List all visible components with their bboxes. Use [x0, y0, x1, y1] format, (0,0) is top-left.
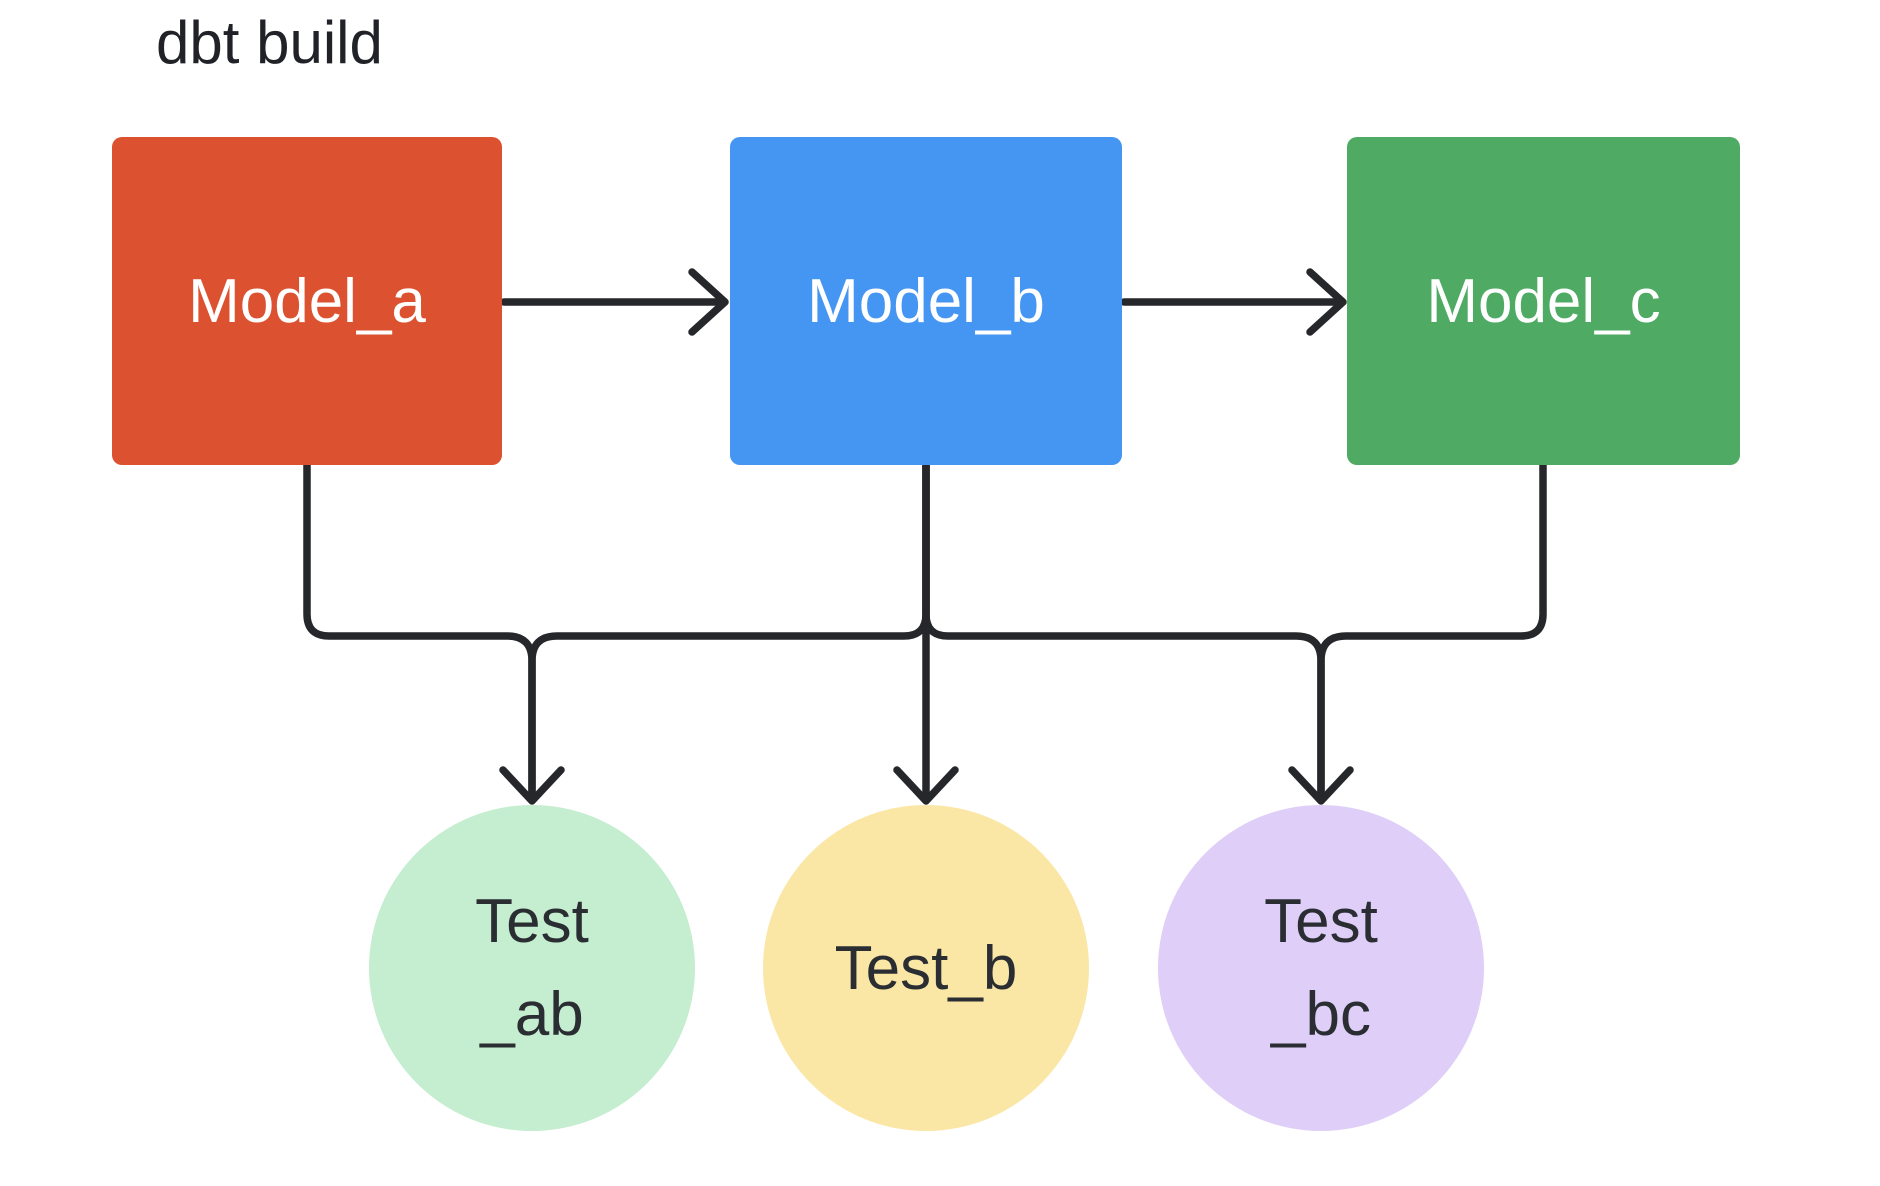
node-label-line: Test_b — [834, 933, 1018, 1003]
arrowhead-right-icon — [1306, 268, 1347, 336]
node-test-ab[interactable]: Test _ab — [369, 805, 695, 1131]
node-model-b[interactable]: Model_b — [730, 137, 1122, 465]
node-label-line: Test — [475, 887, 589, 956]
arrowhead-down-icon — [893, 766, 959, 805]
diagram-title: dbt build — [156, 9, 383, 76]
arrowhead-down-icon — [1288, 766, 1354, 805]
node-label: Model_a — [188, 266, 426, 336]
node-label: Model_b — [807, 266, 1045, 336]
node-label-line: _ab — [480, 980, 584, 1049]
node-label: Model_c — [1426, 266, 1661, 336]
edge-model-b-to-test-bc — [922, 461, 1325, 800]
node-model-a[interactable]: Model_a — [112, 137, 502, 465]
arrowhead-down-icon — [499, 766, 565, 805]
arrowhead-right-icon — [688, 268, 729, 336]
node-test-b[interactable]: Test_b — [763, 805, 1089, 1131]
node-model-c[interactable]: Model_c — [1347, 137, 1740, 465]
edge-model-a-to-test-ab — [303, 461, 536, 800]
edge-model-b-to-test-ab — [528, 461, 930, 800]
edge-model-c-to-test-bc — [1317, 461, 1547, 800]
node-label-line: Test — [1264, 887, 1378, 956]
node-test-bc[interactable]: Test _bc — [1158, 805, 1484, 1131]
node-label-line: _bc — [1271, 980, 1371, 1049]
